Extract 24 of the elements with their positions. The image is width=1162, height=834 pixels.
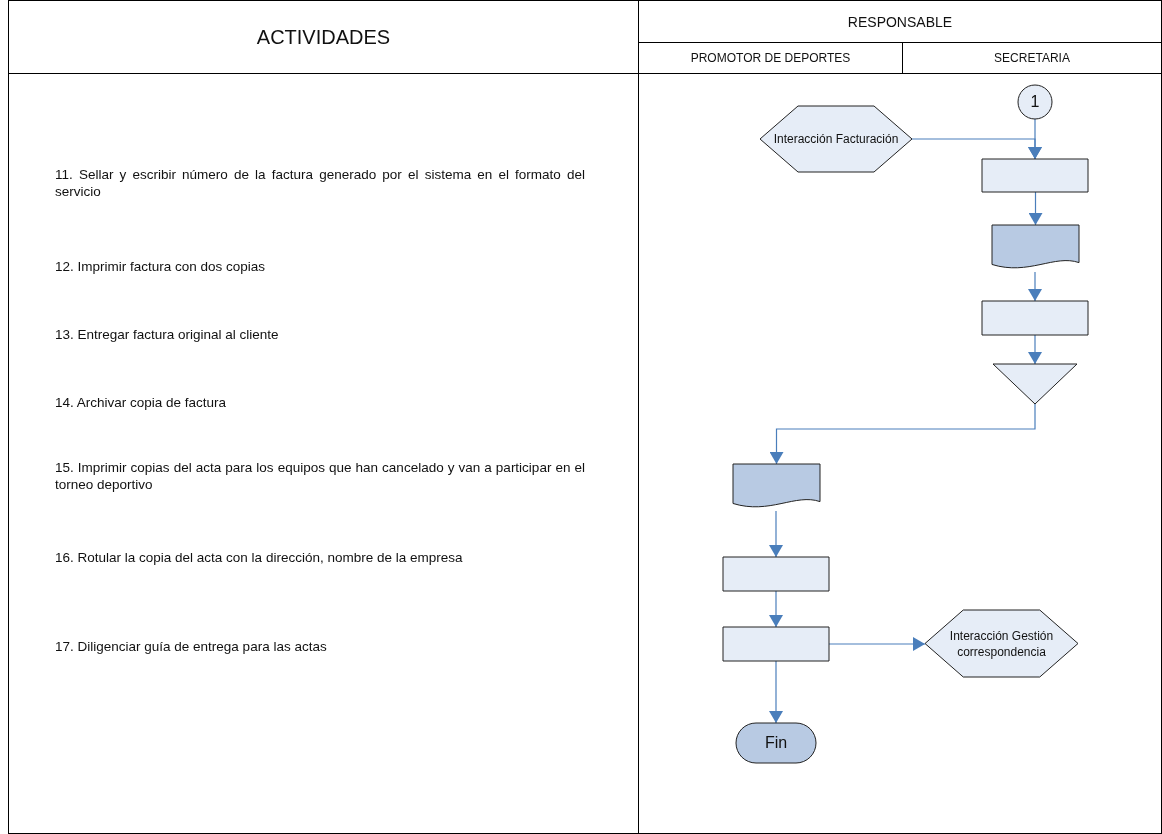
activity-text: 17. Diligenciar guía de entrega para las actas: [55, 638, 328, 656]
arrow: [1029, 334, 1041, 365]
node-label: Interacción Facturación: [773, 131, 899, 147]
column-header: RESPONSABLE: [846, 12, 954, 32]
arrow: [770, 510, 782, 558]
column-header: SECRETARIA: [993, 50, 1071, 67]
activity-text: 12. Imprimir factura con dos copias: [55, 258, 267, 276]
activity-text: 14. Archivar copia de factura: [55, 394, 228, 412]
node-label: Fin: [764, 734, 788, 752]
node-label: Interacción Gestión correspondencia: [948, 627, 1055, 660]
activity-text: 11. Sellar y escribir número de la factura generado por el sistema en el formato del servicio: [55, 166, 585, 201]
column-header: PROMOTOR DE DEPORTES: [689, 50, 852, 67]
arrow: [770, 403, 1036, 465]
arrow: [1029, 191, 1042, 226]
activity-text: 16. Rotular la copia del acta con la dirección, nombre de la empresa: [55, 549, 464, 567]
arrow: [770, 590, 782, 628]
arrow: [770, 660, 782, 724]
arrow: [911, 138, 1041, 160]
arrow: [828, 638, 926, 650]
activity-text: 13. Entregar factura original al cliente: [55, 326, 280, 344]
column-header: ACTIVIDADES: [255, 24, 392, 50]
activity-text: 15. Imprimir copias del acta para los equipos que han cancelado y van a participar en el torneo deportivo: [55, 459, 585, 494]
node-label: 1: [1030, 93, 1040, 111]
arrow: [1029, 271, 1041, 302]
